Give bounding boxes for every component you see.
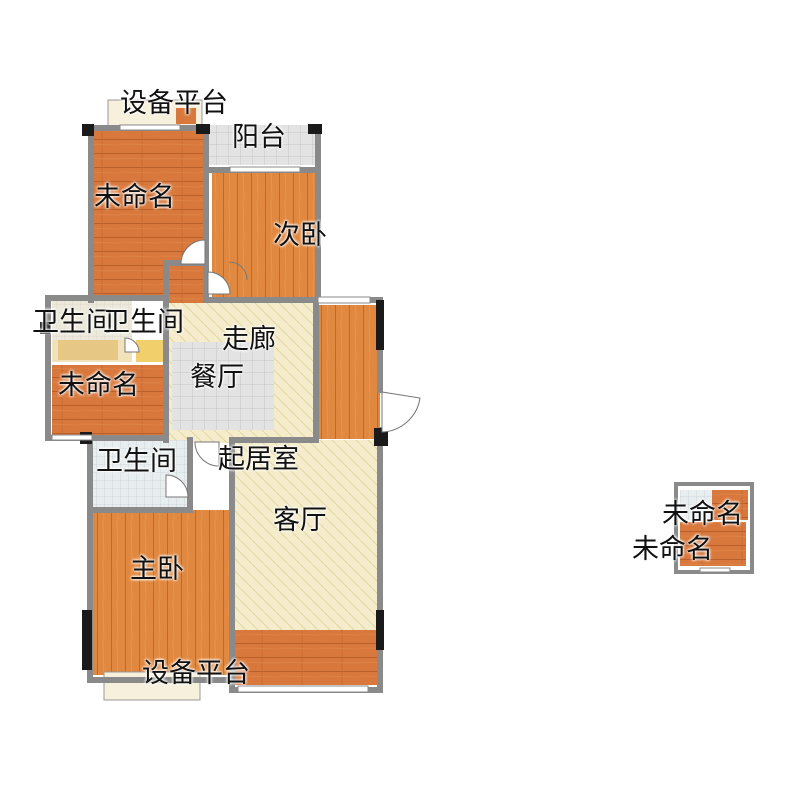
bathroom-west-tile	[52, 300, 132, 340]
detached-unit-wood-bottom	[680, 522, 746, 566]
bathroom-west-fixture	[136, 340, 166, 362]
equipment-platform-bottom-floor	[103, 671, 201, 701]
label-unnamed-west: 未命名	[58, 370, 139, 401]
label-bathroom-west-2: 卫生间	[103, 307, 184, 338]
label-unnamed-nw: 未命名	[94, 182, 175, 213]
label-dining: 餐厅	[190, 362, 244, 393]
label-unnamed-small-1: 未命名	[662, 499, 743, 530]
label-second-bedroom: 次卧	[273, 220, 327, 251]
label-corridor: 走廊	[222, 324, 276, 355]
detached-unit-tile	[680, 490, 712, 520]
label-equipment-platform-bottom: 设备平台	[142, 658, 250, 689]
label-master-bedroom: 主卧	[130, 554, 184, 585]
east-room-floor	[316, 305, 380, 439]
balcony-floor	[208, 125, 318, 165]
unnamed-west-floor	[52, 365, 166, 435]
bathroom-sw-floor	[92, 440, 190, 510]
label-bathroom-sw: 卫生间	[96, 446, 177, 477]
wall-columns	[40, 124, 388, 670]
doors	[124, 239, 421, 498]
south-strip-floor	[232, 630, 380, 685]
label-balcony: 阳台	[232, 122, 286, 153]
label-unnamed-small-2: 未命名	[632, 534, 713, 565]
detached-unit-window	[699, 567, 731, 573]
label-living-room: 客厅	[273, 505, 327, 536]
detached-unit	[674, 482, 754, 574]
equipment-platform-top-box	[176, 108, 196, 124]
master-bedroom-floor	[92, 510, 232, 675]
label-bathroom-west-1: 卫生间	[32, 307, 113, 338]
detached-unit-wood-top	[712, 490, 748, 520]
living-room-floor	[232, 440, 380, 630]
passage-floor	[165, 265, 205, 303]
label-equipment-platform-top: 设备平台	[120, 88, 228, 119]
dining-floor	[172, 342, 274, 430]
label-living-area: 起居室	[218, 444, 299, 475]
bathroom-west-counter	[58, 340, 118, 360]
second-bedroom-floor	[212, 172, 316, 298]
windows	[51, 124, 371, 693]
